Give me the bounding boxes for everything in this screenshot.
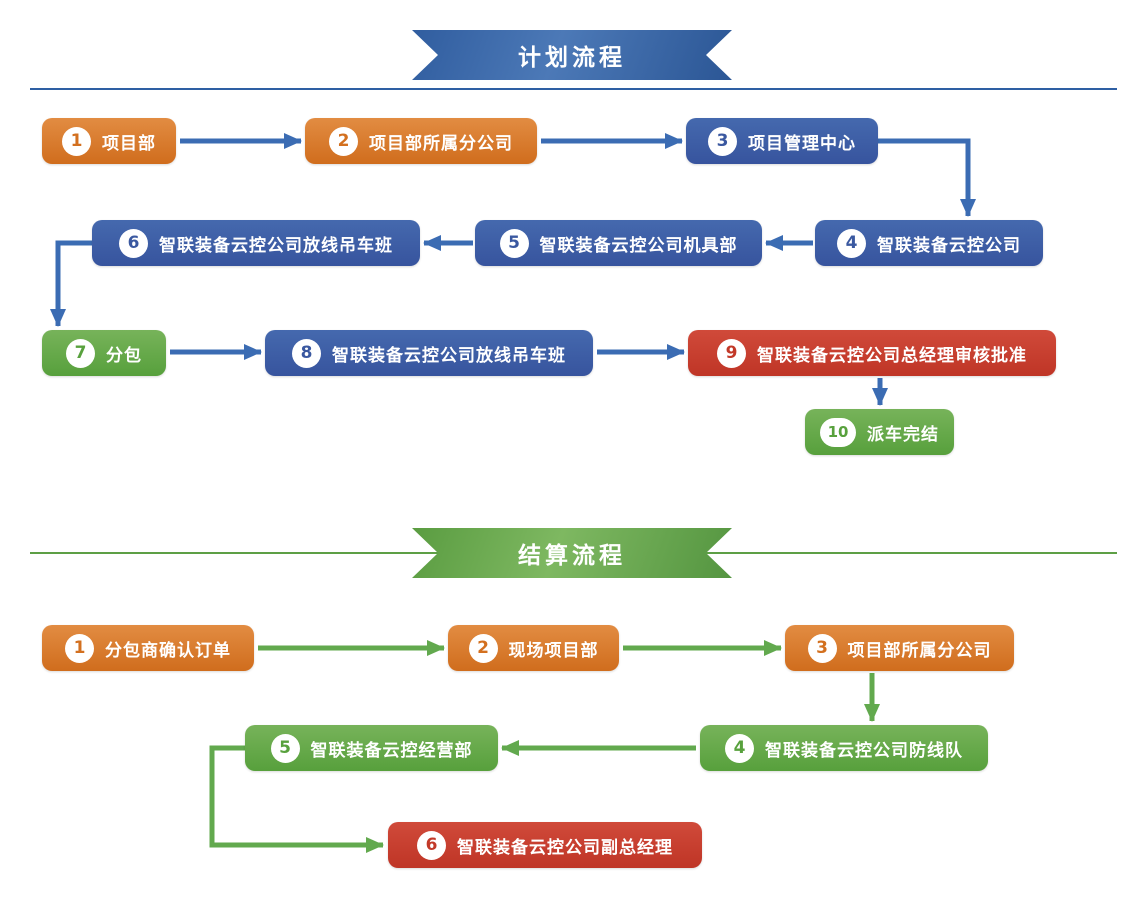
node-number-badge: 6 [417,830,446,860]
node-label: 项目部所属分公司 [847,640,992,661]
node-number-badge: 4 [725,733,754,763]
node-number-badge: 2 [329,126,358,156]
flow-node-settlement-2: 2 现场项目部 [448,625,619,671]
node-number-badge: 6 [119,228,148,258]
node-number-badge: 9 [717,338,746,368]
node-number-badge: 5 [270,733,300,763]
node-number-badge: 7 [66,338,95,368]
flow-node-settlement-4: 4 智联装备云控公司防线队 [700,725,988,771]
flow-node-settlement-6: 6 智联装备云控公司副总经理 [388,822,702,868]
node-label: 智联装备云控公司总经理审核批准 [757,345,1027,366]
flow-node-plan-8: 8 智联装备云控公司放线吊车班 [265,330,593,376]
node-number-badge: 10 [820,417,856,447]
connector-settlement-5-6 [209,745,384,853]
flow-node-plan-2: 2 项目部所属分公司 [305,118,537,164]
flow-node-plan-5: 5 智联装备云控公司机具部 [475,220,762,266]
flow-node-plan-4: 4 智联装备云控公司 [815,220,1043,266]
node-number-badge: 4 [837,228,866,258]
node-label: 智联装备云控公司机具部 [539,235,738,256]
node-label: 智联装备云控公司放线吊车班 [159,235,393,256]
node-label: 分包商确认订单 [105,640,231,661]
node-label: 项目部 [102,133,156,154]
flow-node-plan-6: 6 智联装备云控公司放线吊车班 [92,220,420,266]
node-label: 智联装备云控经营部 [310,740,473,761]
plan-divider-line [30,88,1117,90]
flow-node-settlement-3: 3 项目部所属分公司 [785,625,1014,671]
node-number-badge: 8 [292,338,321,368]
flow-node-settlement-5: 5 智联装备云控经营部 [245,725,498,771]
flow-node-plan-10: 10 派车完结 [805,409,954,455]
flow-node-plan-1: 1 项目部 [42,118,176,164]
connector-plan-3-4 [876,138,976,217]
node-number-badge: 3 [708,126,737,156]
node-label: 现场项目部 [508,640,599,661]
node-label: 智联装备云控公司 [877,235,1021,256]
node-number-badge: 2 [468,633,498,663]
flow-node-plan-7: 7 分包 [42,330,166,376]
node-label: 项目管理中心 [748,133,856,154]
node-number-badge: 5 [499,228,529,258]
node-label: 智联装备云控公司放线吊车班 [332,345,566,366]
plan-header-title: 计划流程 [518,45,626,71]
node-label: 智联装备云控公司防线队 [765,740,963,761]
connector-plan-6-7 [50,240,92,327]
settlement-header-title: 结算流程 [518,543,626,569]
node-number-badge: 3 [807,633,837,663]
node-label: 项目部所属分公司 [369,133,513,154]
node-label: 智联装备云控公司副总经理 [457,837,673,858]
node-label: 分包 [106,345,142,366]
plan-header-ribbon: 计划流程 [412,30,732,80]
flow-node-plan-9: 9 智联装备云控公司总经理审核批准 [688,330,1056,376]
node-label: 派车完结 [867,424,939,445]
node-number-badge: 1 [62,126,91,156]
flow-node-settlement-1: 1 分包商确认订单 [42,625,254,671]
node-number-badge: 1 [65,633,94,663]
settlement-header-ribbon: 结算流程 [412,528,732,578]
flow-node-plan-3: 3 项目管理中心 [686,118,878,164]
